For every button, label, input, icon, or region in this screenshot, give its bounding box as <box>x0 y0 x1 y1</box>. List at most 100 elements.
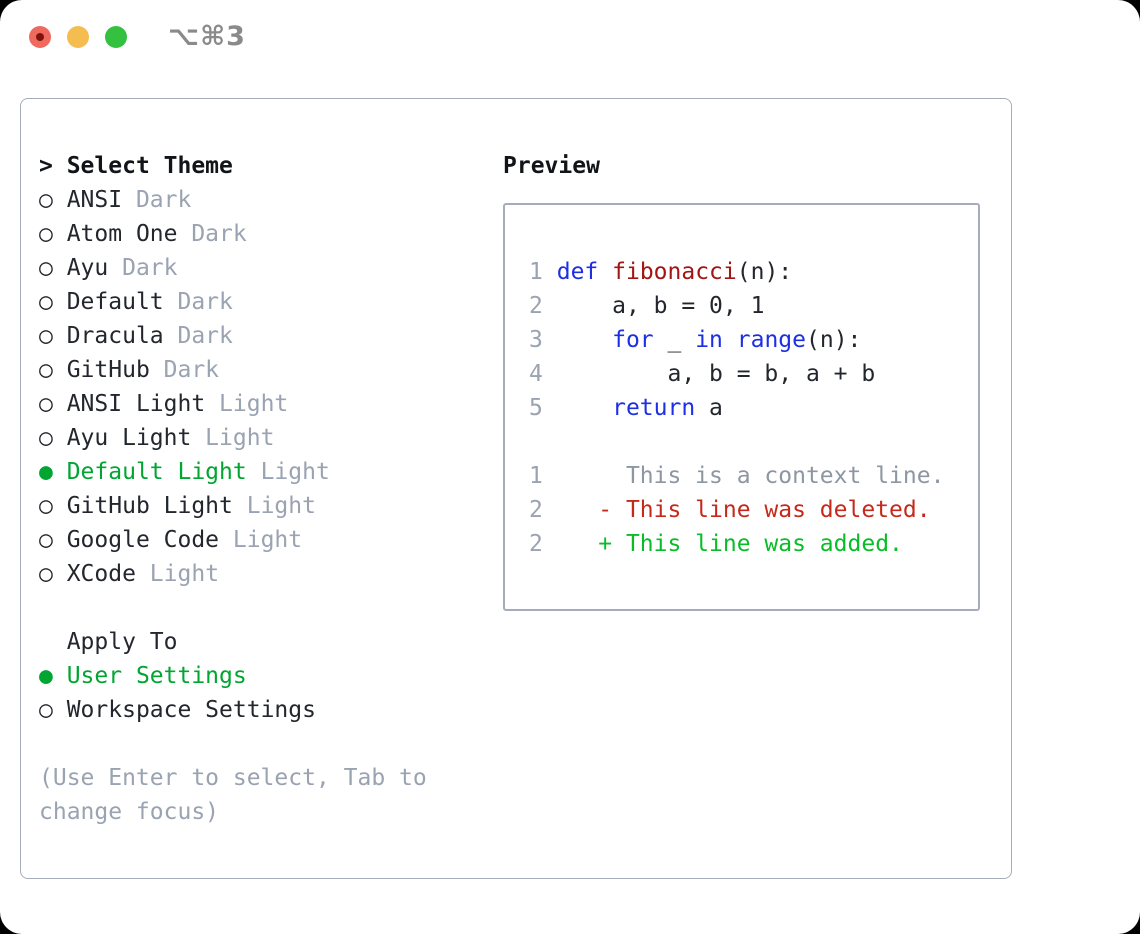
code-token: This is a context line. <box>542 463 945 489</box>
code-line: 3 for _ in range(n): <box>529 323 978 357</box>
theme-name: GitHub <box>66 357 150 383</box>
apply-to-option[interactable]: ● User Settings <box>39 659 483 693</box>
code-text: This is a context line. <box>543 463 945 489</box>
theme-variant: Dark <box>149 357 220 383</box>
theme-option[interactable]: ○ ANSI Light Light <box>39 387 483 421</box>
code-token: a, b = 0, 1 <box>542 293 765 319</box>
line-number: 1 <box>529 463 543 489</box>
theme-name: Ayu Light <box>66 425 192 451</box>
theme-variant: Light <box>246 459 330 485</box>
theme-variant: Dark <box>177 221 247 247</box>
theme-variant: Dark <box>163 289 233 315</box>
theme-variant: Light <box>191 425 275 451</box>
code-line: 2 a, b = 0, 1 <box>529 289 978 323</box>
code-text: a, b = 0, 1 <box>542 293 765 319</box>
theme-name: Dracula <box>66 323 164 349</box>
code-token: _ <box>653 327 696 353</box>
code-line <box>529 425 978 459</box>
close-button[interactable] <box>29 26 51 48</box>
main-panel: > Select Theme ○ ANSI Dark ○ Atom One Da… <box>20 98 1012 879</box>
close-dot-icon <box>36 33 44 41</box>
apply-to-option[interactable]: ○ Workspace Settings <box>39 693 483 727</box>
zoom-button[interactable] <box>105 26 127 48</box>
code-line: 2 - This line was deleted. <box>529 493 978 527</box>
option-marker-icon: ○ <box>39 425 67 451</box>
code-text: return a <box>543 395 723 421</box>
code-token: a, b = b, a + b <box>542 361 876 387</box>
preview-code: 1 def fibonacci(n): 2 a, b = 0, 1 3 for … <box>529 255 978 561</box>
code-line: 1 This is a context line. <box>529 459 978 493</box>
preview-section: Preview 1 def fibonacci(n): 2 a, b = 0, … <box>503 149 980 611</box>
option-marker-icon: ● <box>39 459 67 485</box>
line-number: 2 <box>529 497 543 523</box>
theme-name: XCode <box>66 561 136 587</box>
line-number: 3 <box>529 327 543 353</box>
theme-list-section: > Select Theme ○ ANSI Dark ○ Atom One Da… <box>39 149 483 829</box>
code-token: def <box>556 259 599 285</box>
code-token <box>543 327 612 353</box>
line-number: 4 <box>529 361 543 387</box>
titlebar: ⌥⌘3 <box>0 0 1140 75</box>
code-token: for <box>612 327 654 353</box>
theme-option[interactable]: ○ Google Code Light <box>39 523 483 557</box>
theme-option[interactable]: ○ Default Dark <box>39 285 483 319</box>
theme-variant: Light <box>205 391 289 417</box>
code-token <box>543 531 598 557</box>
theme-name: Default <box>66 289 164 315</box>
theme-variant: Light <box>219 527 303 553</box>
theme-option[interactable]: ○ GitHub Dark <box>39 353 483 387</box>
apply-to-list: ● User Settings ○ Workspace Settings <box>39 659 483 727</box>
option-marker-icon: ○ <box>39 697 67 723</box>
theme-name: Default Light <box>66 459 247 485</box>
theme-name: ANSI Light <box>66 391 206 417</box>
theme-list-title: Select Theme <box>66 153 233 179</box>
theme-variant: Light <box>232 493 316 519</box>
option-marker-icon: ○ <box>39 357 67 383</box>
theme-name: Google Code <box>66 527 220 553</box>
option-marker-icon: ● <box>39 663 67 689</box>
apply-to-section: Apply To ● User Settings ○ Workspace Set… <box>39 625 483 727</box>
code-token: (n): <box>736 259 793 285</box>
code-text: - This line was deleted. <box>543 497 930 523</box>
theme-option[interactable]: ○ Ayu Dark <box>39 251 483 285</box>
code-text: + This line was added. <box>543 531 903 557</box>
code-text: for _ in range(n): <box>543 327 862 353</box>
theme-option[interactable]: ○ Atom One Dark <box>39 217 483 251</box>
option-marker-icon: ○ <box>39 493 67 519</box>
theme-list: ○ ANSI Dark ○ Atom One Dark ○ Ayu Dark ○… <box>39 183 483 591</box>
theme-option[interactable]: ● Default Light Light <box>39 455 483 489</box>
line-number: 2 <box>529 531 543 557</box>
option-marker-icon: ○ <box>39 561 67 587</box>
theme-option[interactable]: ○ ANSI Dark <box>39 183 483 217</box>
code-token: + This line was added. <box>598 531 903 557</box>
code-line: 1 def fibonacci(n): <box>529 255 978 289</box>
theme-list-header: > Select Theme <box>39 149 483 183</box>
minimize-button[interactable] <box>67 26 89 48</box>
option-marker-icon: ○ <box>39 221 67 247</box>
code-token: (n): <box>806 327 862 353</box>
theme-name: GitHub Light <box>66 493 233 519</box>
line-number: 2 <box>529 293 543 319</box>
theme-option[interactable]: ○ XCode Light <box>39 557 483 591</box>
theme-option[interactable]: ○ Dracula Dark <box>39 319 483 353</box>
line-number: 1 <box>529 259 543 285</box>
code-text: def fibonacci(n): <box>543 259 792 285</box>
theme-variant: Dark <box>163 323 233 349</box>
option-marker-icon: ○ <box>39 289 67 315</box>
code-token <box>543 497 598 523</box>
code-line: 4 a, b = b, a + b <box>529 357 978 391</box>
theme-option[interactable]: ○ Ayu Light Light <box>39 421 483 455</box>
code-token: fibonacci <box>612 259 737 285</box>
apply-to-name: User Settings <box>66 663 247 689</box>
theme-variant: Light <box>135 561 220 587</box>
apply-to-indent <box>39 629 67 655</box>
apply-to-title: Apply To <box>66 629 178 655</box>
preview-header: Preview <box>503 149 980 183</box>
option-marker-icon: ○ <box>39 527 67 553</box>
window-title: ⌥⌘3 <box>168 21 246 52</box>
theme-option[interactable]: ○ GitHub Light Light <box>39 489 483 523</box>
code-token: in <box>695 327 723 353</box>
code-token: return <box>612 395 696 421</box>
code-line: 2 + This line was added. <box>529 527 978 561</box>
